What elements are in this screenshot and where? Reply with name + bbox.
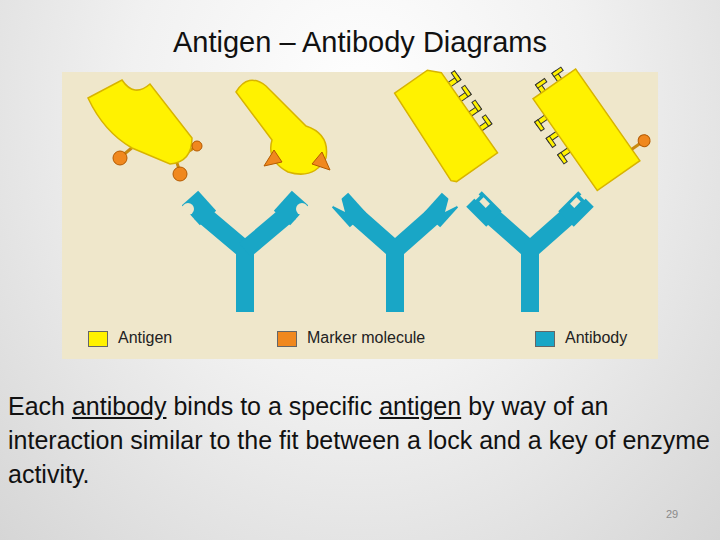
illustration-part [462,85,472,96]
binding-site [182,203,194,215]
legend-text: Marker molecule [307,329,425,347]
antigen-shape [236,80,330,174]
illustration-part [632,144,640,150]
illustration-part [636,132,653,149]
illustration-part [472,100,482,111]
illustration-part [88,80,192,164]
antigen-shape [88,80,202,181]
legend-text: Antigen [118,329,172,347]
illustration-part [469,189,480,200]
antibody-shape [190,198,300,312]
legend-swatch [535,331,555,347]
illustration-part [312,152,330,170]
illustration-part [546,136,556,147]
legend-text: Antibody [565,329,627,347]
binding-site [333,197,345,212]
binding-site [445,197,457,212]
illustration-part [552,67,563,77]
antibody-shape [340,200,450,312]
illustration-part [264,150,282,166]
illustration-part [487,212,530,312]
illustration-part [173,167,187,181]
illustration-part [535,79,546,89]
illustration-part [580,189,591,200]
antibody-shape [474,199,586,312]
illustration-part [192,141,202,151]
antigen-shape [391,58,507,184]
illustration-part [352,212,395,312]
illustration-part [451,71,461,82]
illustration-part [236,80,327,174]
illustration-part [391,64,497,183]
legend-swatch [277,331,297,347]
illustration-part [533,69,640,191]
illustration-part [570,197,581,208]
binding-site [469,189,590,208]
page-number: 29 [660,508,684,520]
antigen-shape [517,49,657,198]
slide-caption: Each antibody binds to a specific antige… [8,389,714,491]
binding-site [296,203,308,215]
illustration-part [200,212,245,312]
illustration-part [113,151,127,165]
slide-title: Antigen – Antibody Diagrams [0,24,720,60]
illustration-part [558,153,568,164]
legend-swatch [88,331,108,347]
illustration-part [479,197,490,208]
illustration-part [535,120,545,131]
illustration-part [482,115,492,126]
